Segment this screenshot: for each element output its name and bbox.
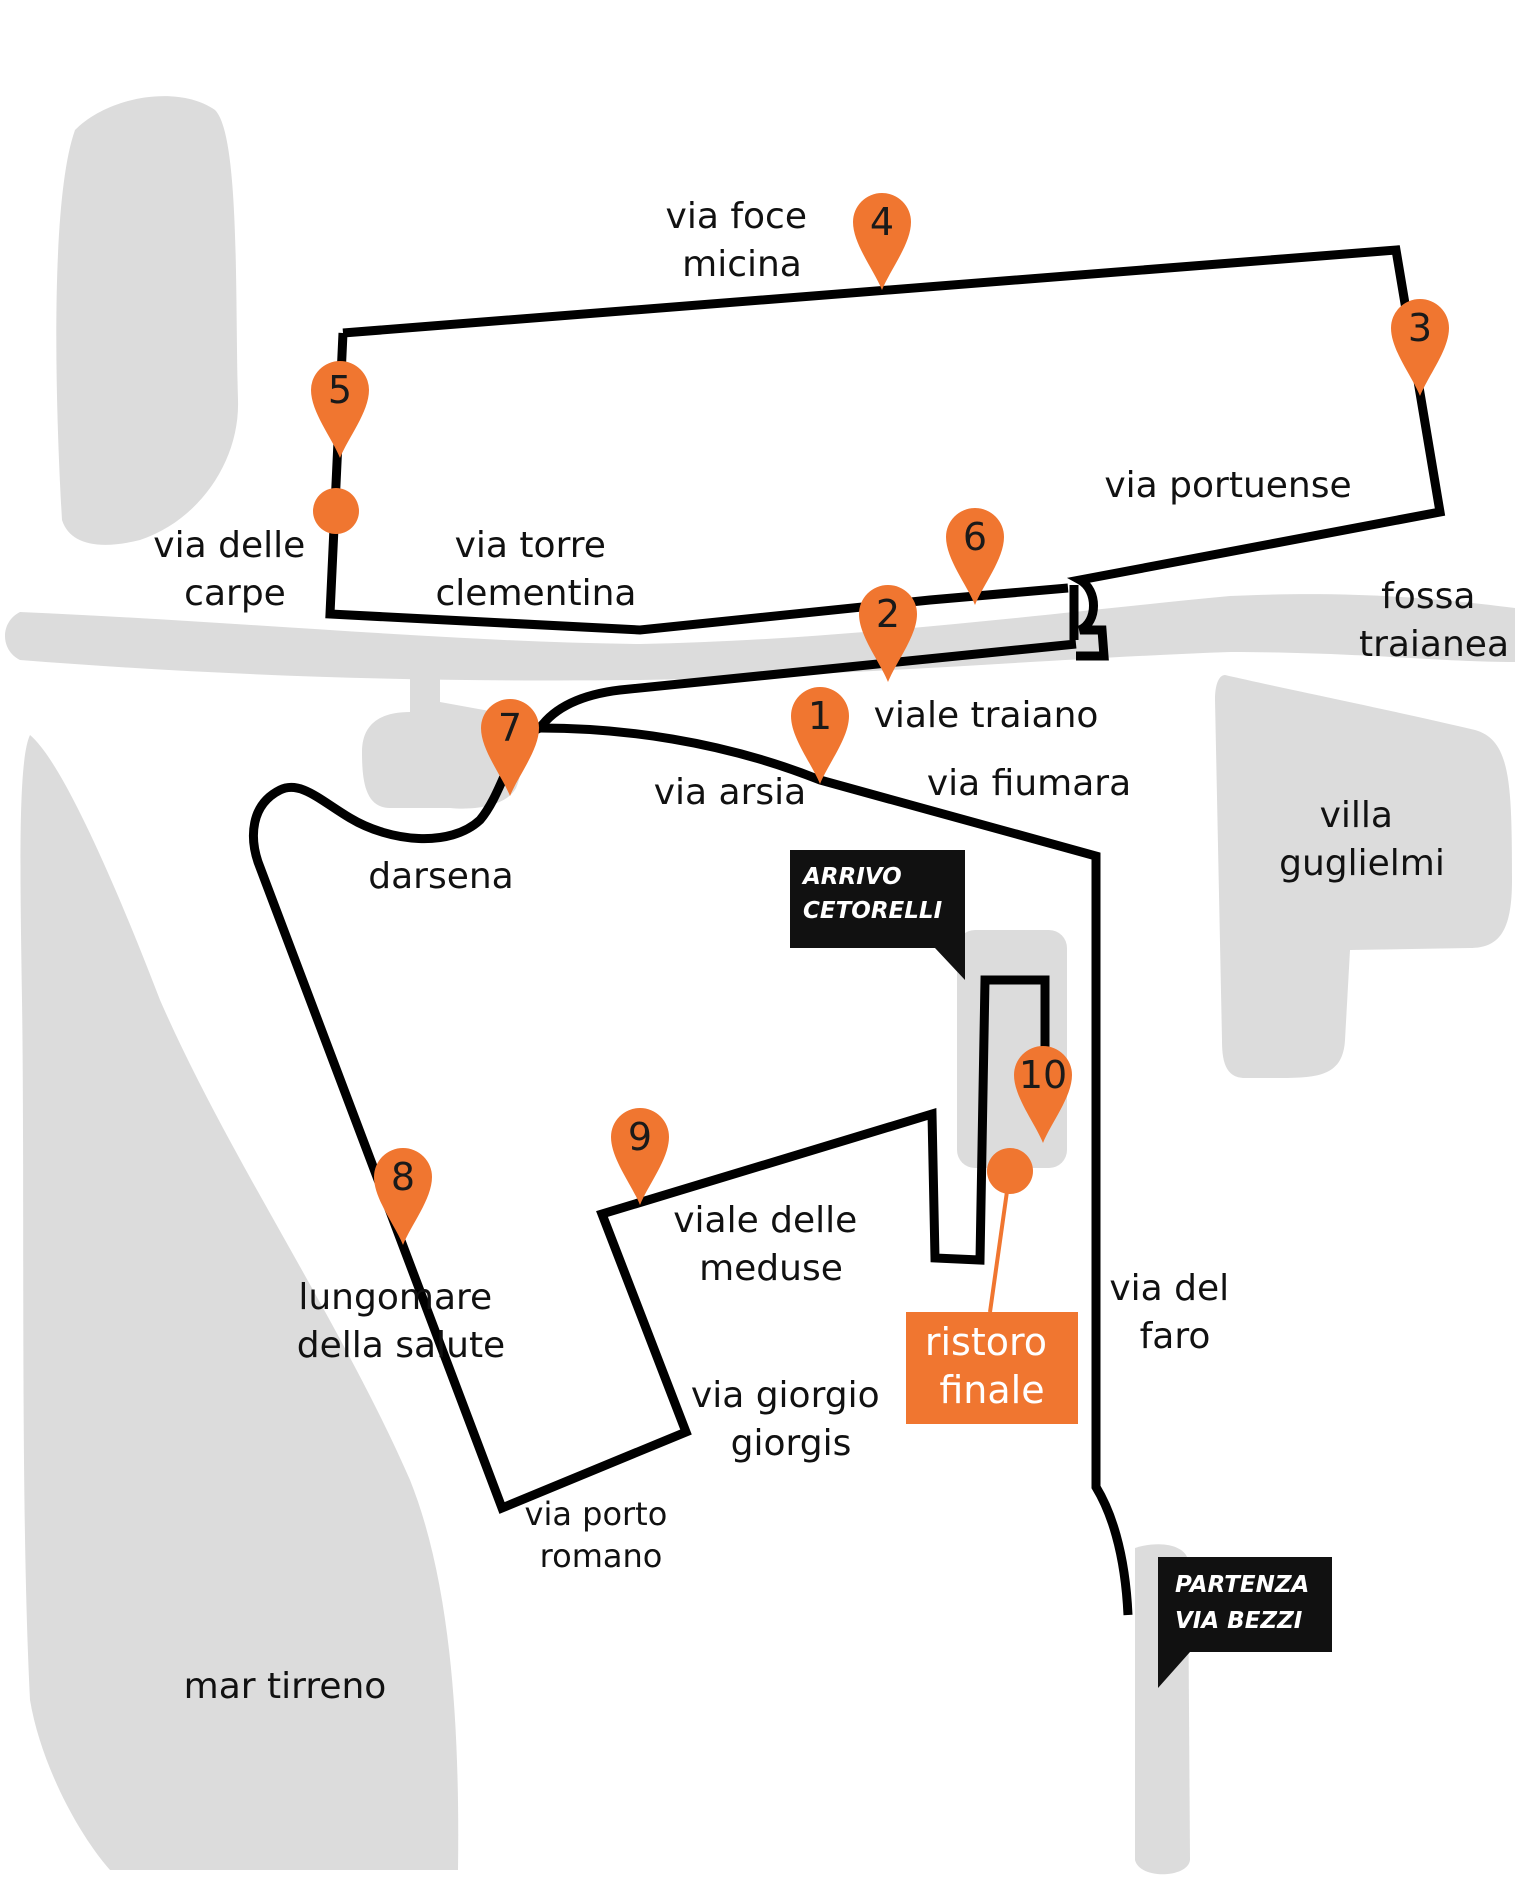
label-lungomare-della-salute: lungomare della salute: [297, 1277, 505, 1366]
label-via-porto-romano-line1: via porto: [525, 1495, 668, 1533]
marker-1-pin: [791, 687, 849, 784]
label-fossa-traianea-line2: traianea: [1359, 624, 1509, 665]
marker-5-label: 5: [328, 368, 352, 412]
land-villa-guglielmi: [1215, 675, 1512, 1078]
marker-4-pin: [853, 193, 911, 290]
marker-9: 9: [611, 1108, 669, 1205]
ristoro-box: [906, 1312, 1078, 1424]
label-via-foce-micina-line1: via foce: [666, 196, 807, 237]
marker-7: 7: [481, 699, 539, 796]
label-via-torre-clementina: via torre clementina: [436, 525, 637, 614]
label-via-foce-micina-line2: micina: [682, 244, 802, 285]
marker-3-label: 3: [1408, 306, 1432, 350]
label-lungomare-della-salute-line1: lungomare: [298, 1277, 492, 1318]
label-via-torre-clementina-line2: clementina: [436, 573, 637, 614]
route-via-arsia-fiumara-faro: [539, 723, 1133, 1616]
marker-7-label: 7: [498, 706, 522, 750]
callout-partenza-bubble: [1158, 1557, 1332, 1688]
river-fossa-traianea: [5, 594, 1515, 681]
label-via-delle-carpe: via delle carpe: [153, 525, 316, 614]
race-route: [249, 245, 1446, 1616]
label-fossa-traianea: fossa traianea: [1359, 576, 1509, 665]
marker-8: 8: [374, 1148, 432, 1245]
label-mar-tirreno: mar tirreno: [184, 1666, 387, 1707]
marker-8-pin: [374, 1148, 432, 1245]
label-via-foce-micina: via foce micina: [666, 196, 819, 285]
marker-9-label: 9: [628, 1115, 652, 1159]
marker-6-pin: [946, 508, 1004, 605]
marker-2: 2: [859, 585, 917, 682]
label-via-del-faro: via del faro: [1109, 1268, 1240, 1357]
coast-mar-tirreno: [20, 735, 459, 1870]
land-areas: [5, 96, 1515, 1875]
label-via-porto-romano-line2: romano: [540, 1537, 663, 1575]
label-via-porto-romano: via porto romano: [525, 1495, 678, 1575]
ristoro-dot: [987, 1148, 1033, 1194]
marker-4-label: 4: [870, 200, 894, 244]
marker-6: 6: [946, 508, 1004, 605]
ristoro-text: ristoro finale: [925, 1320, 1059, 1412]
label-via-fiumara: via fiumara: [927, 763, 1131, 804]
callout-arrivo-text: ARRIVO CETORELLI: [801, 864, 943, 924]
marker-2-pin: [859, 585, 917, 682]
marker-3: 3: [1391, 299, 1449, 396]
callout-partenza-line1: PARTENZA: [1175, 1572, 1309, 1598]
label-villa-guglielmi-line2: guglielmi: [1279, 843, 1445, 884]
ristoro-line1: ristoro: [925, 1320, 1047, 1364]
route-darsena-lungomare: [249, 723, 1050, 1514]
label-viale-delle-meduse-line1: viale delle: [673, 1200, 857, 1241]
label-via-giorgio-giorgis-line2: giorgis: [731, 1423, 852, 1464]
route-markers: 1 2 3 4 5 6 7 8 9 10: [311, 193, 1449, 1245]
marker-5: 5: [311, 361, 369, 458]
marker-9-pin: [611, 1108, 669, 1205]
label-lungomare-della-salute-line2: della salute: [297, 1325, 505, 1366]
marker-3-pin: [1391, 299, 1449, 396]
callout-arrivo-bubble: [790, 850, 965, 980]
label-via-torre-clementina-line1: via torre: [455, 525, 606, 566]
label-fossa-traianea-line1: fossa: [1381, 576, 1475, 617]
callout-partenza-line2: VIA BEZZI: [1175, 1608, 1303, 1634]
ristoro-finale: ristoro finale: [313, 488, 1078, 1424]
pre-marker-5-dot: [313, 488, 359, 534]
marker-10-pin: [1014, 1046, 1072, 1143]
label-villa-guglielmi: villa guglielmi: [1279, 795, 1445, 884]
callout-arrivo-line2: CETORELLI: [803, 898, 943, 924]
label-via-giorgio-giorgis-line1: via giorgio: [691, 1375, 880, 1416]
label-viale-traiano: viale traiano: [874, 695, 1099, 736]
marker-8-label: 8: [391, 1155, 415, 1199]
callout-partenza: PARTENZA VIA BEZZI: [1158, 1557, 1332, 1688]
marker-2-label: 2: [876, 592, 900, 636]
callout-partenza-text: PARTENZA VIA BEZZI: [1175, 1572, 1317, 1634]
label-villa-guglielmi-line1: villa: [1320, 795, 1393, 836]
label-darsena: darsena: [368, 856, 514, 897]
label-via-arsia: via arsia: [654, 772, 807, 813]
marker-10-label: 10: [1019, 1053, 1067, 1097]
marker-1-label: 1: [808, 694, 832, 738]
marker-7-pin: [481, 699, 539, 796]
marker-5-pin: [311, 361, 369, 458]
land-top-left: [56, 96, 239, 545]
ristoro-line2: finale: [939, 1368, 1044, 1412]
label-via-del-faro-line1: via del: [1109, 1268, 1229, 1309]
route-viale-traiano: [536, 639, 1077, 731]
label-via-giorgio-giorgis: via giorgio giorgis: [691, 1375, 891, 1464]
label-via-delle-carpe-line2: carpe: [184, 573, 286, 614]
marker-6-label: 6: [963, 515, 987, 559]
darsena-basin: [362, 668, 522, 809]
label-via-delle-carpe-line1: via delle: [153, 525, 305, 566]
marker-4: 4: [853, 193, 911, 290]
callout-arrivo-line1: ARRIVO: [801, 864, 902, 890]
label-via-portuense: via portuense: [1104, 465, 1351, 506]
marker-10: 10: [1014, 1046, 1072, 1143]
label-viale-delle-meduse-line2: meduse: [699, 1248, 843, 1289]
callout-arrivo: ARRIVO CETORELLI: [790, 850, 965, 980]
label-via-del-faro-line2: faro: [1140, 1316, 1211, 1357]
street-labels: via foce micina via portuense via delle …: [153, 196, 1509, 1707]
label-viale-delle-meduse: viale delle meduse: [673, 1200, 869, 1289]
marker-1: 1: [791, 687, 849, 784]
